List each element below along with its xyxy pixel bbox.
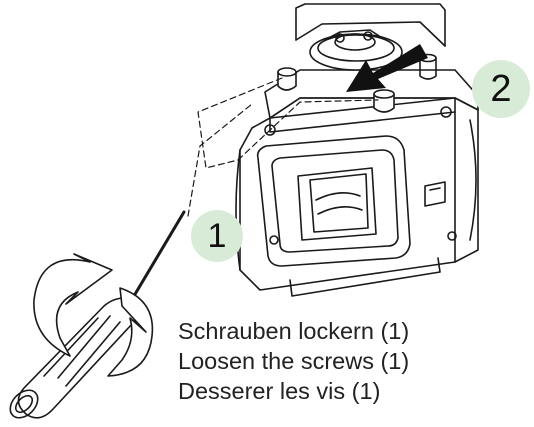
caption-french: Desserer les vis (1) (178, 378, 381, 404)
rotate-counterclockwise-icon (33, 253, 154, 377)
direction-arrow (346, 44, 428, 92)
valve-housing (235, 69, 479, 297)
step-1-badge: 1 (191, 210, 243, 262)
actuator-assembly (277, 3, 446, 113)
caption-english: Loosen the screws (1) (178, 348, 410, 374)
instruction-caption: Schrauben lockern (1) Loosen the screws … (178, 316, 528, 406)
caption-german: Schrauben lockern (1) (178, 318, 410, 344)
screwdriver-icon (9, 210, 186, 419)
step-2-badge: 2 (472, 60, 530, 118)
leader-lines (187, 77, 379, 217)
